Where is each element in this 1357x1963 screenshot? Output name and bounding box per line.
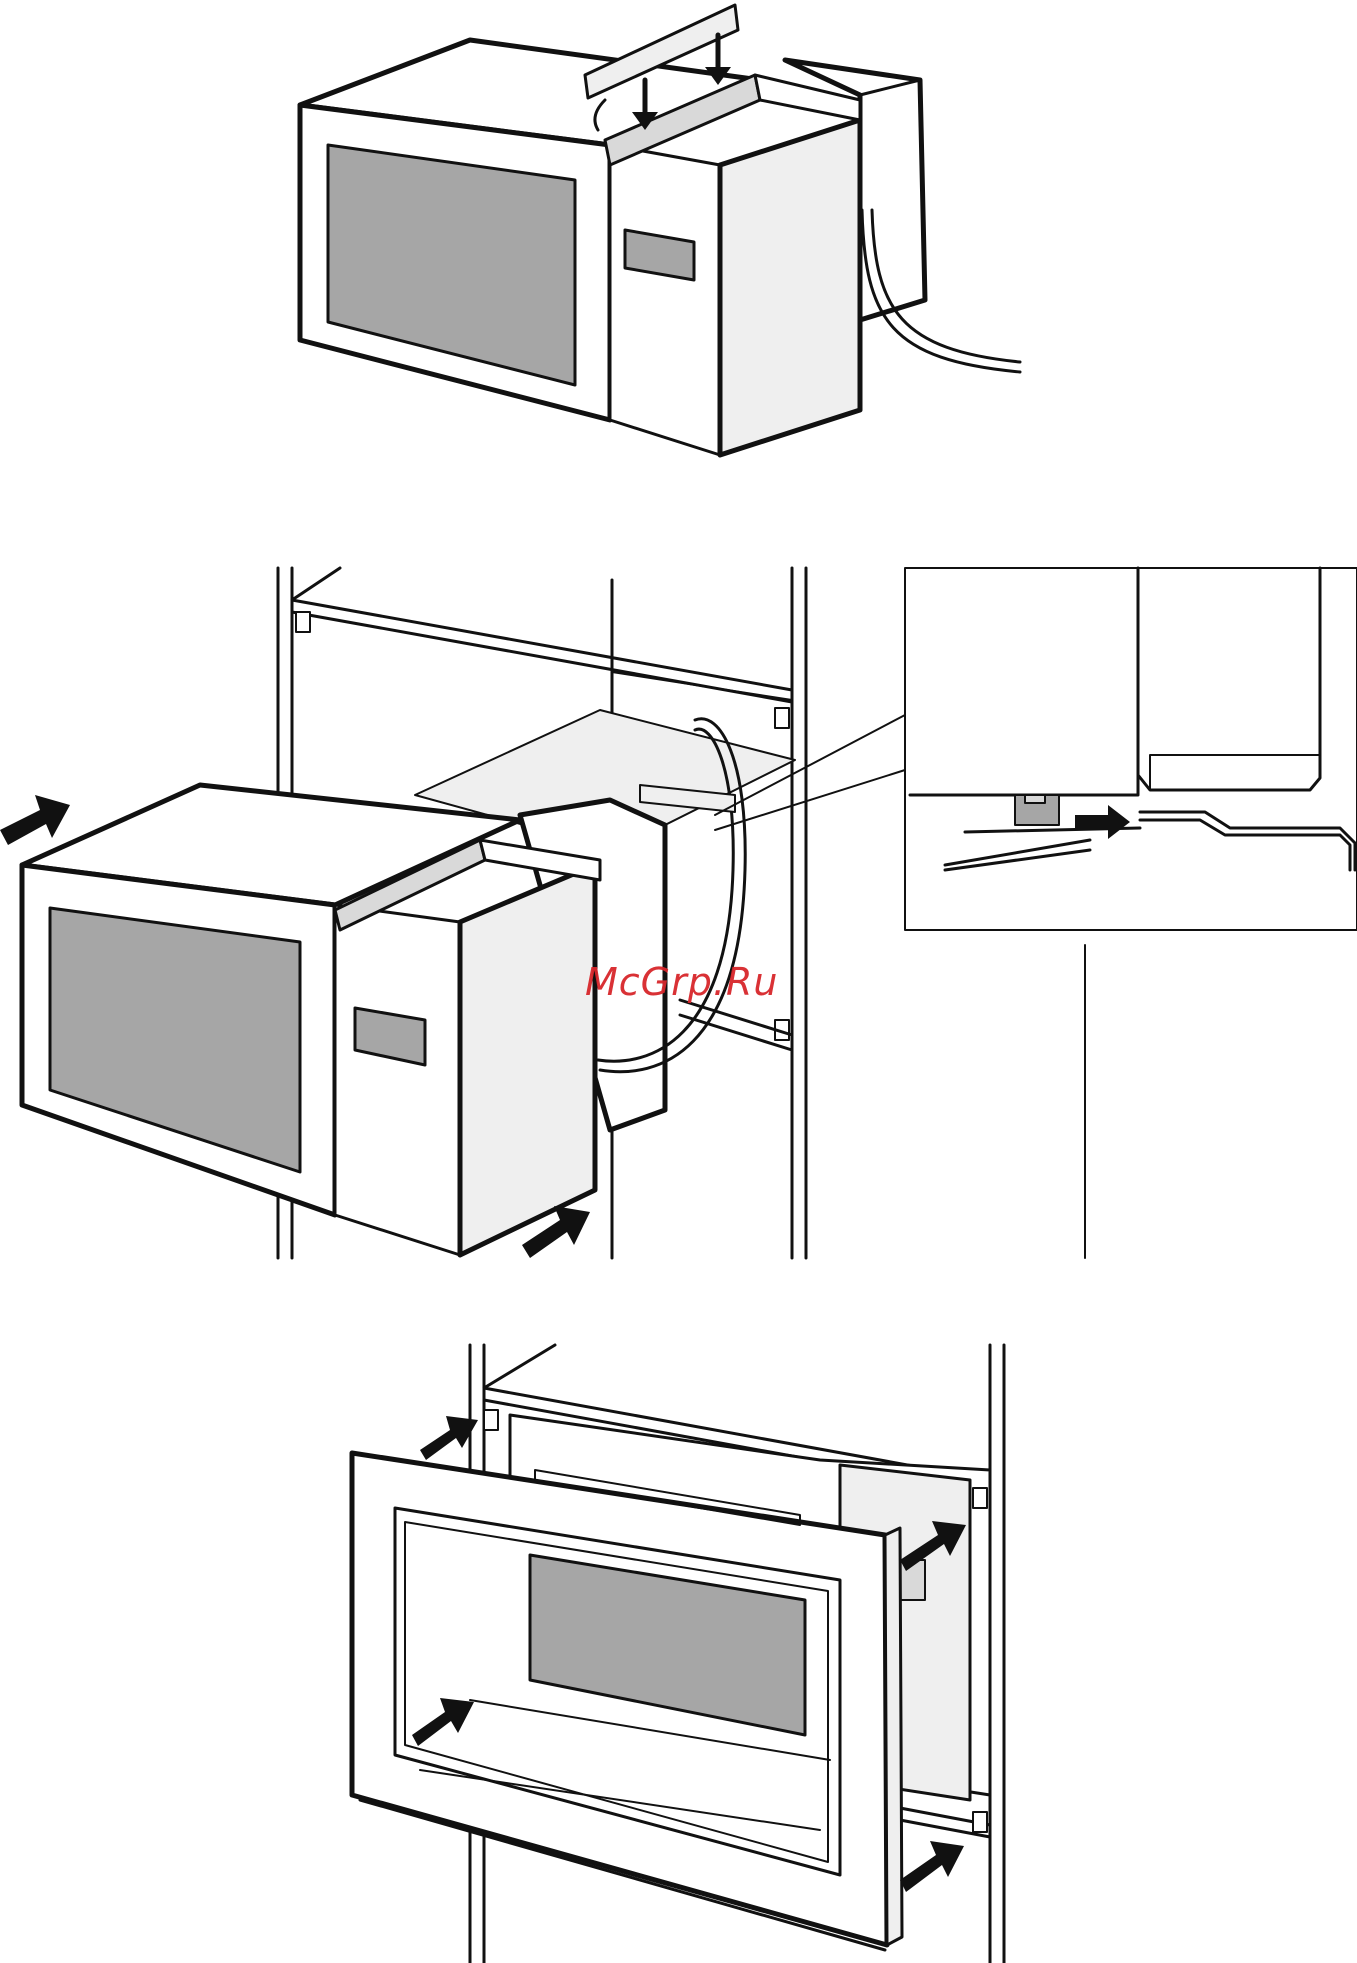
- watermark-text: McGrp.Ru: [585, 960, 778, 1004]
- step-1-attach-trim-strip: [300, 5, 1020, 455]
- step-3-mount-frame: [352, 1345, 1004, 1963]
- step-2-slide-into-cabinet: [0, 568, 1357, 1258]
